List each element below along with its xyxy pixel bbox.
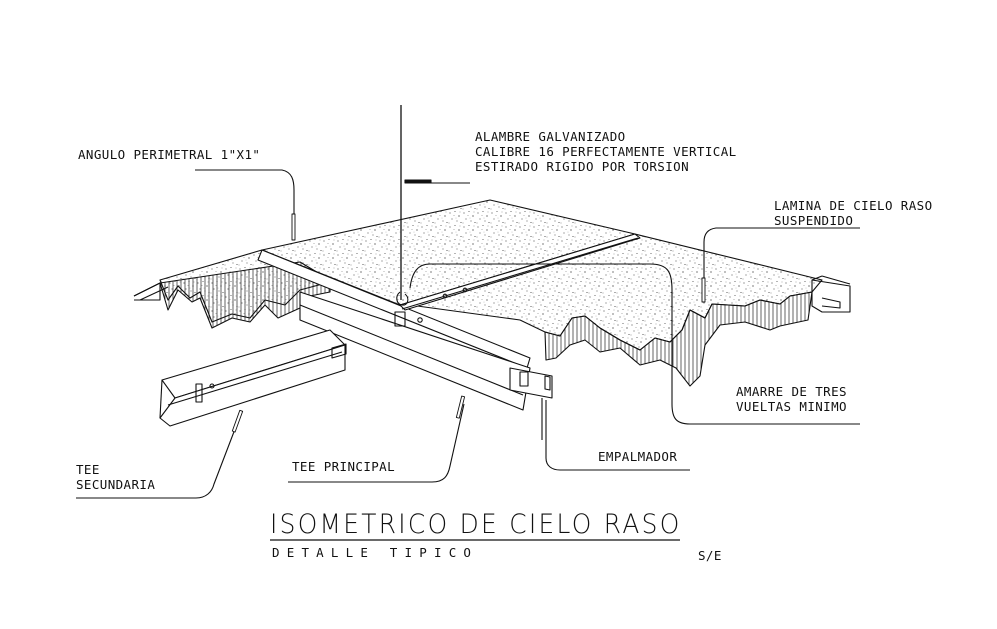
leader-alambre-tick: [404, 179, 432, 184]
leader-lamina-tick: [701, 277, 706, 303]
label-alambre-line-2: CALIBRE 16 PERFECTAMENTE VERTICAL: [475, 144, 737, 159]
wire-loop: [396, 291, 409, 306]
leader-tee-secundaria-tick: [231, 409, 244, 433]
label-lamina: LAMINA DE CIELO RASO SUSPENDIDO: [774, 198, 933, 228]
leader-tee-principal: [288, 403, 465, 483]
label-tee-secundaria-line-1: TEE: [76, 462, 100, 477]
perimeter-line-1: [133, 282, 161, 297]
drawing-subtitle: DETALLE TIPICO: [272, 545, 479, 560]
secondary-tee-loose: [159, 329, 347, 427]
leader-empalmador: [545, 400, 690, 471]
label-amarre: AMARRE DE TRES VUELTAS MINIMO: [736, 384, 847, 414]
label-lamina-line-2: SUSPENDIDO: [774, 213, 854, 228]
label-tee-principal: TEE PRINCIPAL: [292, 459, 396, 474]
label-alambre-line-3: ESTIRADO RIGIDO POR TORSION: [475, 159, 689, 174]
scale-note: S/E: [698, 548, 722, 563]
label-tee-secundaria: TEE SECUNDARIA: [76, 462, 155, 492]
label-amarre-line-1: AMARRE DE TRES: [736, 384, 847, 399]
right-tile-edge: [544, 291, 813, 387]
label-tee-secundaria-line-2: SECUNDARIA: [76, 477, 156, 492]
cross-tee: [399, 233, 641, 311]
main-tee: [257, 249, 531, 411]
drawing-title: ISOMETRICO DE CIELO RASO: [270, 509, 682, 540]
label-lamina-line-1: LAMINA DE CIELO RASO: [774, 198, 933, 213]
leader-angulo: [195, 169, 295, 228]
perimeter-line-2: [139, 286, 169, 301]
leader-tee-principal-tick: [455, 395, 466, 419]
leader-lamina: [703, 227, 860, 300]
label-angulo: ANGULO PERIMETRAL 1"X1": [78, 147, 261, 162]
splice-clip: [509, 367, 553, 440]
label-alambre: ALAMBRE GALVANIZADO CALIBRE 16 PERFECTAM…: [475, 129, 737, 174]
label-empalmador: EMPALMADOR: [598, 449, 678, 464]
leader-amarre: [409, 263, 860, 425]
leader-angulo-tick: [291, 213, 296, 241]
perimeter-angle-right: [811, 275, 851, 313]
label-amarre-line-2: VUELTAS MINIMO: [736, 399, 847, 414]
leader-tee-secundaria: [76, 415, 241, 499]
label-alambre-line-1: ALAMBRE GALVANIZADO: [475, 129, 626, 144]
